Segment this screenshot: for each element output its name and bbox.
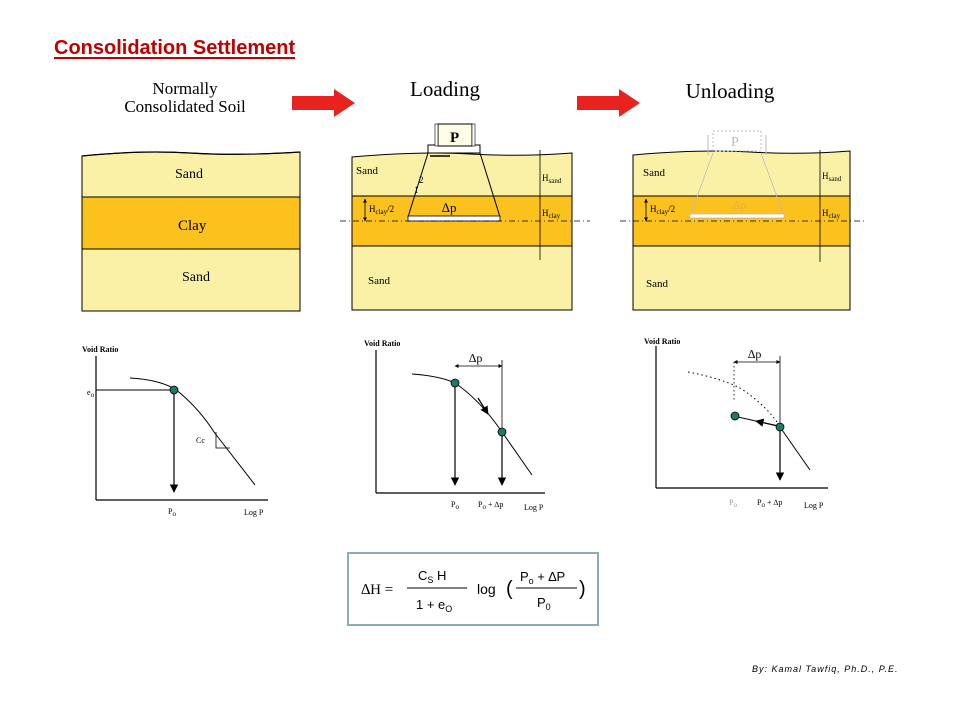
graph-1-ylabel: Void Ratio [82,345,118,354]
initial-soil-profile [81,151,301,312]
graph-1-virgin-curve [95,356,268,501]
initial-title-line2: Consolidated Soil [124,97,246,116]
initial-title-line1: Normally [152,79,218,98]
loading-soil-profile [340,123,590,311]
author-credit: By: Kamal Tawfiq, Ph.D., P.E. [752,664,899,674]
graph-2-point-end [497,427,507,437]
graph-2-ylabel: Void Ratio [364,339,400,348]
loading-load-label: P [450,130,459,146]
equation-denominator: 1 + eO [416,597,452,614]
loading-layer-bottom: Sand [368,275,391,287]
graph-2-xlabel: Log P [524,503,544,512]
equation-lhs: ∆H = [361,582,393,598]
loading-layer-top: Sand [356,165,379,177]
page-title: Consolidation Settlement [54,37,296,59]
graph-3-dp-label: ∆p [748,347,761,361]
equation-frac-denominator: P0 [537,595,551,612]
equation-close-paren: ) [579,578,586,600]
loading-hsand-label: Hsand [542,173,562,185]
unloading-hhalf-label: Hclay/2 [650,204,675,216]
unloading-soil-profile [620,130,865,311]
graph-3-p0-label: Po [729,498,737,509]
equation-numerator: CS H [418,568,446,585]
initial-layer-top: Sand [175,167,203,182]
graph-1-xlabel: Log P [244,508,264,517]
graph-1-p-label: Po [168,507,176,518]
loading-dp-label: ∆p [442,200,456,215]
initial-layer-clay: Clay [178,218,207,234]
graph-2-point-start [450,378,460,388]
unloading-hsand-label: Hsand [822,171,842,183]
unloading-layer-bottom: Sand [646,278,669,290]
equation-graphic: ∆H = CS H 1 + eO log ( Po + ∆P P0 ) [361,568,586,614]
graph-1-point [169,385,179,395]
loading-hhalf-label: Hclay/2 [369,204,394,216]
graph-2-loading-curve [375,350,545,494]
initial-layer-bottom: Sand [182,270,210,285]
red-arrow-1 [292,89,355,117]
unloading-dp-label: ∆p [733,198,746,212]
graph-3-point-end [775,422,785,432]
unloading-layer-top: Sand [643,167,666,179]
graph-3-point-start [730,411,740,421]
equation-log: log [477,581,496,597]
graph-2-p0-label: Po [451,500,459,511]
graph-1-slope-label: Cc [196,436,205,445]
red-arrow-2 [577,89,640,117]
settlement-equation: ∆H = CS H 1 + eO log ( Po + ∆P P0 ) [347,552,599,626]
loading-angle-2: 2 [419,175,424,185]
graph-3-p1-label: Po + ∆p [757,498,782,509]
graph-2-dp-label: ∆p [469,351,482,365]
unloading-load-label: P [731,135,739,150]
loading-panel-title: Loading [410,77,480,101]
unloading-hclay-label: Hclay [822,208,841,220]
equation-open-paren: ( [506,578,513,600]
graph-2-p1-label: Po + ∆p [478,500,503,511]
graph-3-xlabel: Log P [804,501,824,510]
unloading-panel-title: Unloading [685,79,775,103]
loading-angle-1: 1 [414,185,419,195]
graph-3-ylabel: Void Ratio [644,337,680,346]
loading-hclay-label: Hclay [542,208,561,220]
equation-frac-numerator: Po + ∆P [520,569,565,586]
graph-1-e-label: eo [87,388,95,399]
initial-panel-title: Normally Consolidated Soil [110,80,260,116]
graph-3-unloading-curve [655,346,828,489]
